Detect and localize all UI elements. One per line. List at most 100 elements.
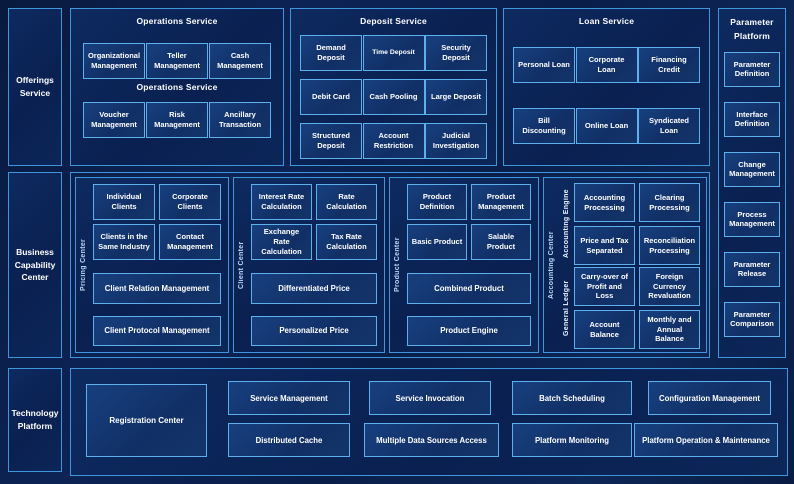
box-clients-same-industry: Clients in the Same Industry	[93, 224, 155, 260]
box-bill-discounting: Bill Discounting	[513, 108, 575, 144]
operations-service-title: Operations Service	[136, 16, 218, 26]
box-demand-deposit: Demand Deposit	[300, 35, 362, 71]
loan-row-2: Bill Discounting Online Loan Syndicated …	[504, 108, 709, 144]
operations-row-1: Organizational Management Teller Managem…	[71, 43, 283, 79]
box-structured-deposit: Structured Deposit	[300, 123, 362, 159]
box-parameter-definition: Parameter Definition	[724, 51, 780, 87]
box-parameter-release: Parameter Release	[724, 251, 780, 287]
operations-row-2: Voucher Management Risk Management Ancil…	[71, 102, 283, 138]
loan-service-title: Loan Service	[578, 16, 635, 26]
deposit-row-2: Debit Card Cash Pooling Large Deposit	[291, 79, 496, 115]
deposit-service-panel: Deposit Service Demand Deposit Time Depo…	[290, 8, 497, 166]
box-combined-product: Combined Product	[407, 273, 531, 304]
box-cash-management: Cash Management	[209, 43, 271, 79]
box-cash-pooling: Cash Pooling	[362, 79, 425, 115]
business-capability-container: Pricing Center Individual Clients Corpor…	[70, 172, 710, 358]
box-personal-loan: Personal Loan	[513, 47, 575, 83]
deposit-service-title: Deposit Service	[360, 16, 427, 26]
box-client-protocol-management: Client Protocol Management	[93, 315, 221, 346]
box-individual-clients: Individual Clients	[93, 184, 155, 220]
box-basic-product: Basic Product	[407, 224, 467, 260]
deposit-row-1: Demand Deposit Time Deposit Security Dep…	[291, 35, 496, 71]
general-ledger-vlabel: General Ledger	[563, 280, 570, 336]
accounting-center-vlabel: Accounting Center	[548, 231, 555, 299]
box-product-definition: Product Definition	[407, 184, 467, 220]
box-registration-center: Registration Center	[86, 384, 207, 457]
box-voucher-management: Voucher Management	[83, 102, 145, 138]
box-ancillary-transaction: Ancillary Transaction	[209, 102, 271, 138]
box-client-relation-management: Client Relation Management	[93, 273, 221, 304]
operations-service-panel: Operations Service Organizational Manage…	[70, 8, 284, 166]
product-center-vlabel: Product Center	[394, 237, 401, 293]
box-online-loan: Online Loan	[575, 108, 638, 144]
pricing-center-panel: Pricing Center Individual Clients Corpor…	[75, 177, 229, 353]
pricing-center-vlabel: Pricing Center	[80, 238, 87, 292]
accounting-center-content: Accounting Engine Accounting Processing …	[559, 178, 706, 352]
parameter-platform-panel: Parameter Platform Parameter Definition …	[718, 8, 786, 358]
box-syndicated-loan: Syndicated Loan	[638, 108, 700, 144]
box-platform-operation-maintenance: Platform Operation & Maintenance	[634, 423, 778, 457]
loan-service-panel: Loan Service Personal Loan Corporate Loa…	[503, 8, 710, 166]
box-service-management: Service Management	[228, 381, 350, 415]
client-center-panel: Client Center Interest Rate Calculation …	[233, 177, 385, 353]
technology-platform-container: Registration Center Service Management D…	[70, 368, 788, 476]
box-differentiated-price: Differentiated Price	[251, 273, 377, 304]
technology-platform-sidebar: Technology Platform	[8, 368, 62, 472]
box-change-management: Change Management	[724, 151, 780, 187]
product-center-content: Product Definition Product Management Ba…	[405, 178, 538, 352]
box-clearing-processing: Clearing Processing	[639, 183, 700, 222]
offerings-service-sidebar: Offerings Service	[8, 8, 62, 166]
box-account-balance: Account Balance	[574, 310, 635, 349]
box-exchange-rate-calculation: Exchange Rate Calculation	[251, 224, 312, 260]
box-batch-scheduling: Batch Scheduling	[512, 381, 632, 415]
box-service-invocation: Service Invocation	[369, 381, 491, 415]
box-accounting-processing: Accounting Processing	[574, 183, 635, 222]
box-salable-product: Salable Product	[471, 224, 531, 260]
box-monthly-annual-balance: Monthly and Annual Balance	[639, 310, 700, 349]
box-rate-calculation: Rate Calculation	[316, 184, 377, 220]
accounting-center-panel: Accounting Center Accounting Engine Acco…	[543, 177, 707, 353]
accounting-engine-vlabel: Accounting Engine	[563, 189, 570, 259]
box-financing-credit: Financing Credit	[638, 47, 700, 83]
accounting-engine-group: Accounting Engine Accounting Processing …	[559, 183, 700, 265]
box-distributed-cache: Distributed Cache	[228, 423, 350, 457]
box-product-engine: Product Engine	[407, 315, 531, 346]
box-security-deposit: Security Deposit	[425, 35, 487, 71]
box-teller-management: Teller Management	[146, 43, 208, 79]
box-corporate-loan: Corporate Loan	[575, 47, 638, 83]
box-product-management: Product Management	[471, 184, 531, 220]
box-account-restriction: Account Restriction	[362, 123, 425, 159]
box-corporate-clients: Corporate Clients	[159, 184, 221, 220]
box-tax-rate-calculation: Tax Rate Calculation	[316, 224, 377, 260]
deposit-row-3: Structured Deposit Account Restriction J…	[291, 123, 496, 159]
client-center-vlabel: Client Center	[238, 241, 245, 289]
box-interface-definition: Interface Definition	[724, 101, 780, 137]
box-configuration-management: Configuration Management	[648, 381, 771, 415]
parameter-platform-items: Parameter Definition Interface Definitio…	[719, 51, 785, 337]
operations-service-mid-label: Operations Service	[136, 82, 218, 92]
box-interest-rate-calculation: Interest Rate Calculation	[251, 184, 312, 220]
box-multiple-data-sources-access: Multiple Data Sources Access	[364, 423, 499, 457]
client-center-content: Interest Rate Calculation Rate Calculati…	[249, 178, 384, 352]
box-price-tax-separated: Price and Tax Separated	[574, 226, 635, 265]
parameter-platform-title: Parameter Platform	[730, 17, 774, 42]
box-organizational-management: Organizational Management	[83, 43, 145, 79]
box-large-deposit: Large Deposit	[425, 79, 487, 115]
product-center-panel: Product Center Product Definition Produc…	[389, 177, 539, 353]
box-debit-card: Debit Card	[300, 79, 362, 115]
box-contact-management: Contact Management	[159, 224, 221, 260]
box-time-deposit: Time Deposit	[362, 35, 425, 71]
box-personalized-price: Personalized Price	[251, 315, 377, 346]
box-platform-monitoring: Platform Monitoring	[512, 423, 632, 457]
box-carry-over-profit-loss: Carry-over of Profit and Loss	[574, 267, 635, 306]
box-reconciliation-processing: Reconciliation Processing	[639, 226, 700, 265]
box-parameter-comparison: Parameter Comparison	[724, 301, 780, 337]
box-judicial-investigation: Judicial Investigation	[425, 123, 487, 159]
box-process-management: Process Management	[724, 201, 780, 237]
loan-row-1: Personal Loan Corporate Loan Financing C…	[504, 47, 709, 83]
pricing-center-content: Individual Clients Corporate Clients Cli…	[91, 178, 228, 352]
general-ledger-group: General Ledger Carry-over of Profit and …	[559, 267, 700, 349]
box-risk-management: Risk Management	[146, 102, 208, 138]
box-foreign-currency-revaluation: Foreign Currency Revaluation	[639, 267, 700, 306]
